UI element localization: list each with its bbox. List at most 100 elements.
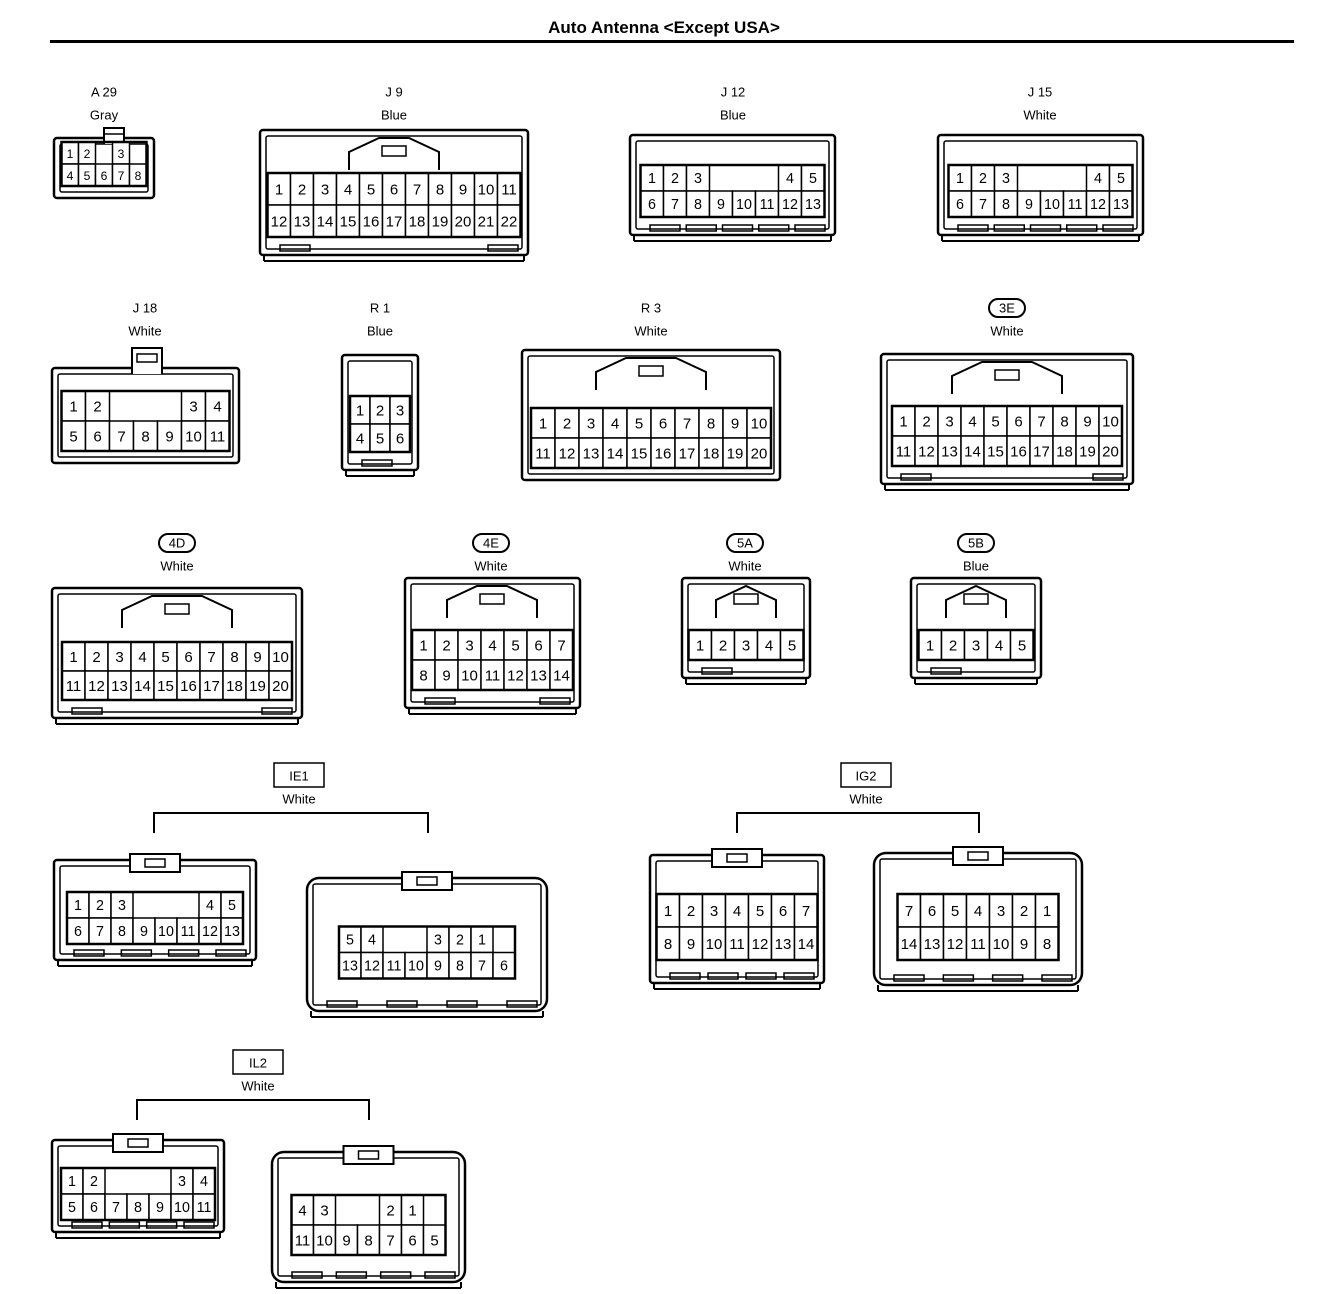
connector-color: White xyxy=(1023,108,1056,123)
housing-outline xyxy=(403,576,582,710)
pin-number: 5 xyxy=(68,1200,76,1216)
pin-number: 11 xyxy=(197,1200,212,1216)
pin-number: 5 xyxy=(756,903,764,920)
pin-cell xyxy=(156,420,183,452)
code-badge-oval xyxy=(158,533,196,553)
pin-cell xyxy=(650,437,676,469)
pin-number: 1 xyxy=(68,1174,76,1190)
pair-bracket xyxy=(136,1099,370,1120)
pin-grid-border xyxy=(266,171,522,239)
housing-foot xyxy=(335,1271,368,1279)
latch-slot xyxy=(967,851,989,861)
pin-number: 11 xyxy=(485,668,501,685)
housing-latch xyxy=(401,871,453,891)
code-badge-oval xyxy=(472,533,510,553)
housing-foot xyxy=(701,667,733,675)
pin-number: 7 xyxy=(386,1233,394,1250)
pin-number: 4 xyxy=(765,638,773,655)
housing-latch xyxy=(952,846,1004,866)
pin-number: 11 xyxy=(1068,197,1083,213)
pin-number: 16 xyxy=(180,678,197,695)
pin-number: 10 xyxy=(272,649,289,666)
pin-number: 6 xyxy=(779,903,787,920)
pin-number: 5 xyxy=(991,414,999,431)
pin-number: 2 xyxy=(563,416,571,433)
pin-number: 1 xyxy=(1043,903,1051,920)
housing-outline xyxy=(258,128,530,257)
pin-number: 18 xyxy=(1056,444,1073,461)
pin-number: 8 xyxy=(230,649,238,666)
pin-grid-border xyxy=(348,394,412,454)
housing-foot xyxy=(487,244,519,252)
housing-inner xyxy=(347,360,413,465)
pin-number: 6 xyxy=(408,1233,416,1250)
housing-outline xyxy=(879,352,1135,486)
pin-number: 3 xyxy=(434,933,442,949)
pin-number: 5 xyxy=(809,171,817,187)
pin-cell xyxy=(698,407,724,439)
pin-number: 13 xyxy=(1113,197,1129,213)
pin-number: 4 xyxy=(368,933,376,949)
housing-foot xyxy=(1102,224,1134,232)
pin-number: 3 xyxy=(118,898,126,914)
pin-number: 8 xyxy=(141,429,149,446)
pin-number: 1 xyxy=(664,903,672,920)
pin-number: 19 xyxy=(249,678,266,695)
page-title: Auto Antenna <Except USA> xyxy=(548,18,780,37)
pin-number: 12 xyxy=(271,214,288,231)
connector-code: IE1 xyxy=(289,769,309,784)
pin-number: 3 xyxy=(320,1203,328,1220)
pin-number: 1 xyxy=(69,649,77,666)
pin-number: 4 xyxy=(138,649,146,666)
pin-number: 12 xyxy=(364,959,380,975)
pin-cell xyxy=(132,420,159,452)
pin-number: 16 xyxy=(1010,444,1027,461)
connector-code: IL2 xyxy=(249,1056,267,1071)
code-badge-oval xyxy=(957,533,995,553)
pin-number: 4 xyxy=(974,903,982,920)
pin-grid-border xyxy=(290,1193,447,1257)
pin-cell xyxy=(746,437,772,469)
pin-number: 16 xyxy=(655,446,672,463)
pin-number: 6 xyxy=(956,197,964,213)
latch-slot xyxy=(638,365,664,377)
pin-number: 8 xyxy=(707,416,715,433)
pin-number: 3 xyxy=(587,416,595,433)
pin-number: 1 xyxy=(69,399,77,416)
pin-number: 14 xyxy=(317,214,334,231)
pin-number: 2 xyxy=(979,171,987,187)
housing-hood xyxy=(595,357,707,390)
pin-number: 12 xyxy=(88,678,105,695)
pin-number: 7 xyxy=(413,182,421,199)
pin-grid-border xyxy=(65,890,245,946)
latch-slot xyxy=(994,369,1020,381)
pin-number: 7 xyxy=(207,649,215,666)
pin-number: 2 xyxy=(84,147,91,161)
pin-cell xyxy=(578,437,604,469)
pin-number: 8 xyxy=(456,959,464,975)
pin-number: 13 xyxy=(924,936,941,953)
connector-color: White xyxy=(474,559,507,574)
pin-number: 3 xyxy=(396,403,404,420)
pin-number: 9 xyxy=(1020,936,1028,953)
pin-number: 4 xyxy=(1094,171,1102,187)
pin-number: 15 xyxy=(987,444,1004,461)
pin-number: 9 xyxy=(156,1200,164,1216)
connector-color: Blue xyxy=(720,108,746,123)
pin-number: 10 xyxy=(158,924,174,940)
pin-number: 13 xyxy=(805,197,821,213)
housing-foot xyxy=(721,224,754,232)
housing-outline xyxy=(520,348,782,482)
pin-cell xyxy=(722,437,748,469)
pin-number: 1 xyxy=(899,414,907,431)
pin-number: 6 xyxy=(93,429,101,446)
pin-number: 20 xyxy=(1102,444,1119,461)
pin-number: 6 xyxy=(534,638,542,655)
housing-foot xyxy=(71,1221,103,1229)
pin-number: 7 xyxy=(118,169,125,183)
